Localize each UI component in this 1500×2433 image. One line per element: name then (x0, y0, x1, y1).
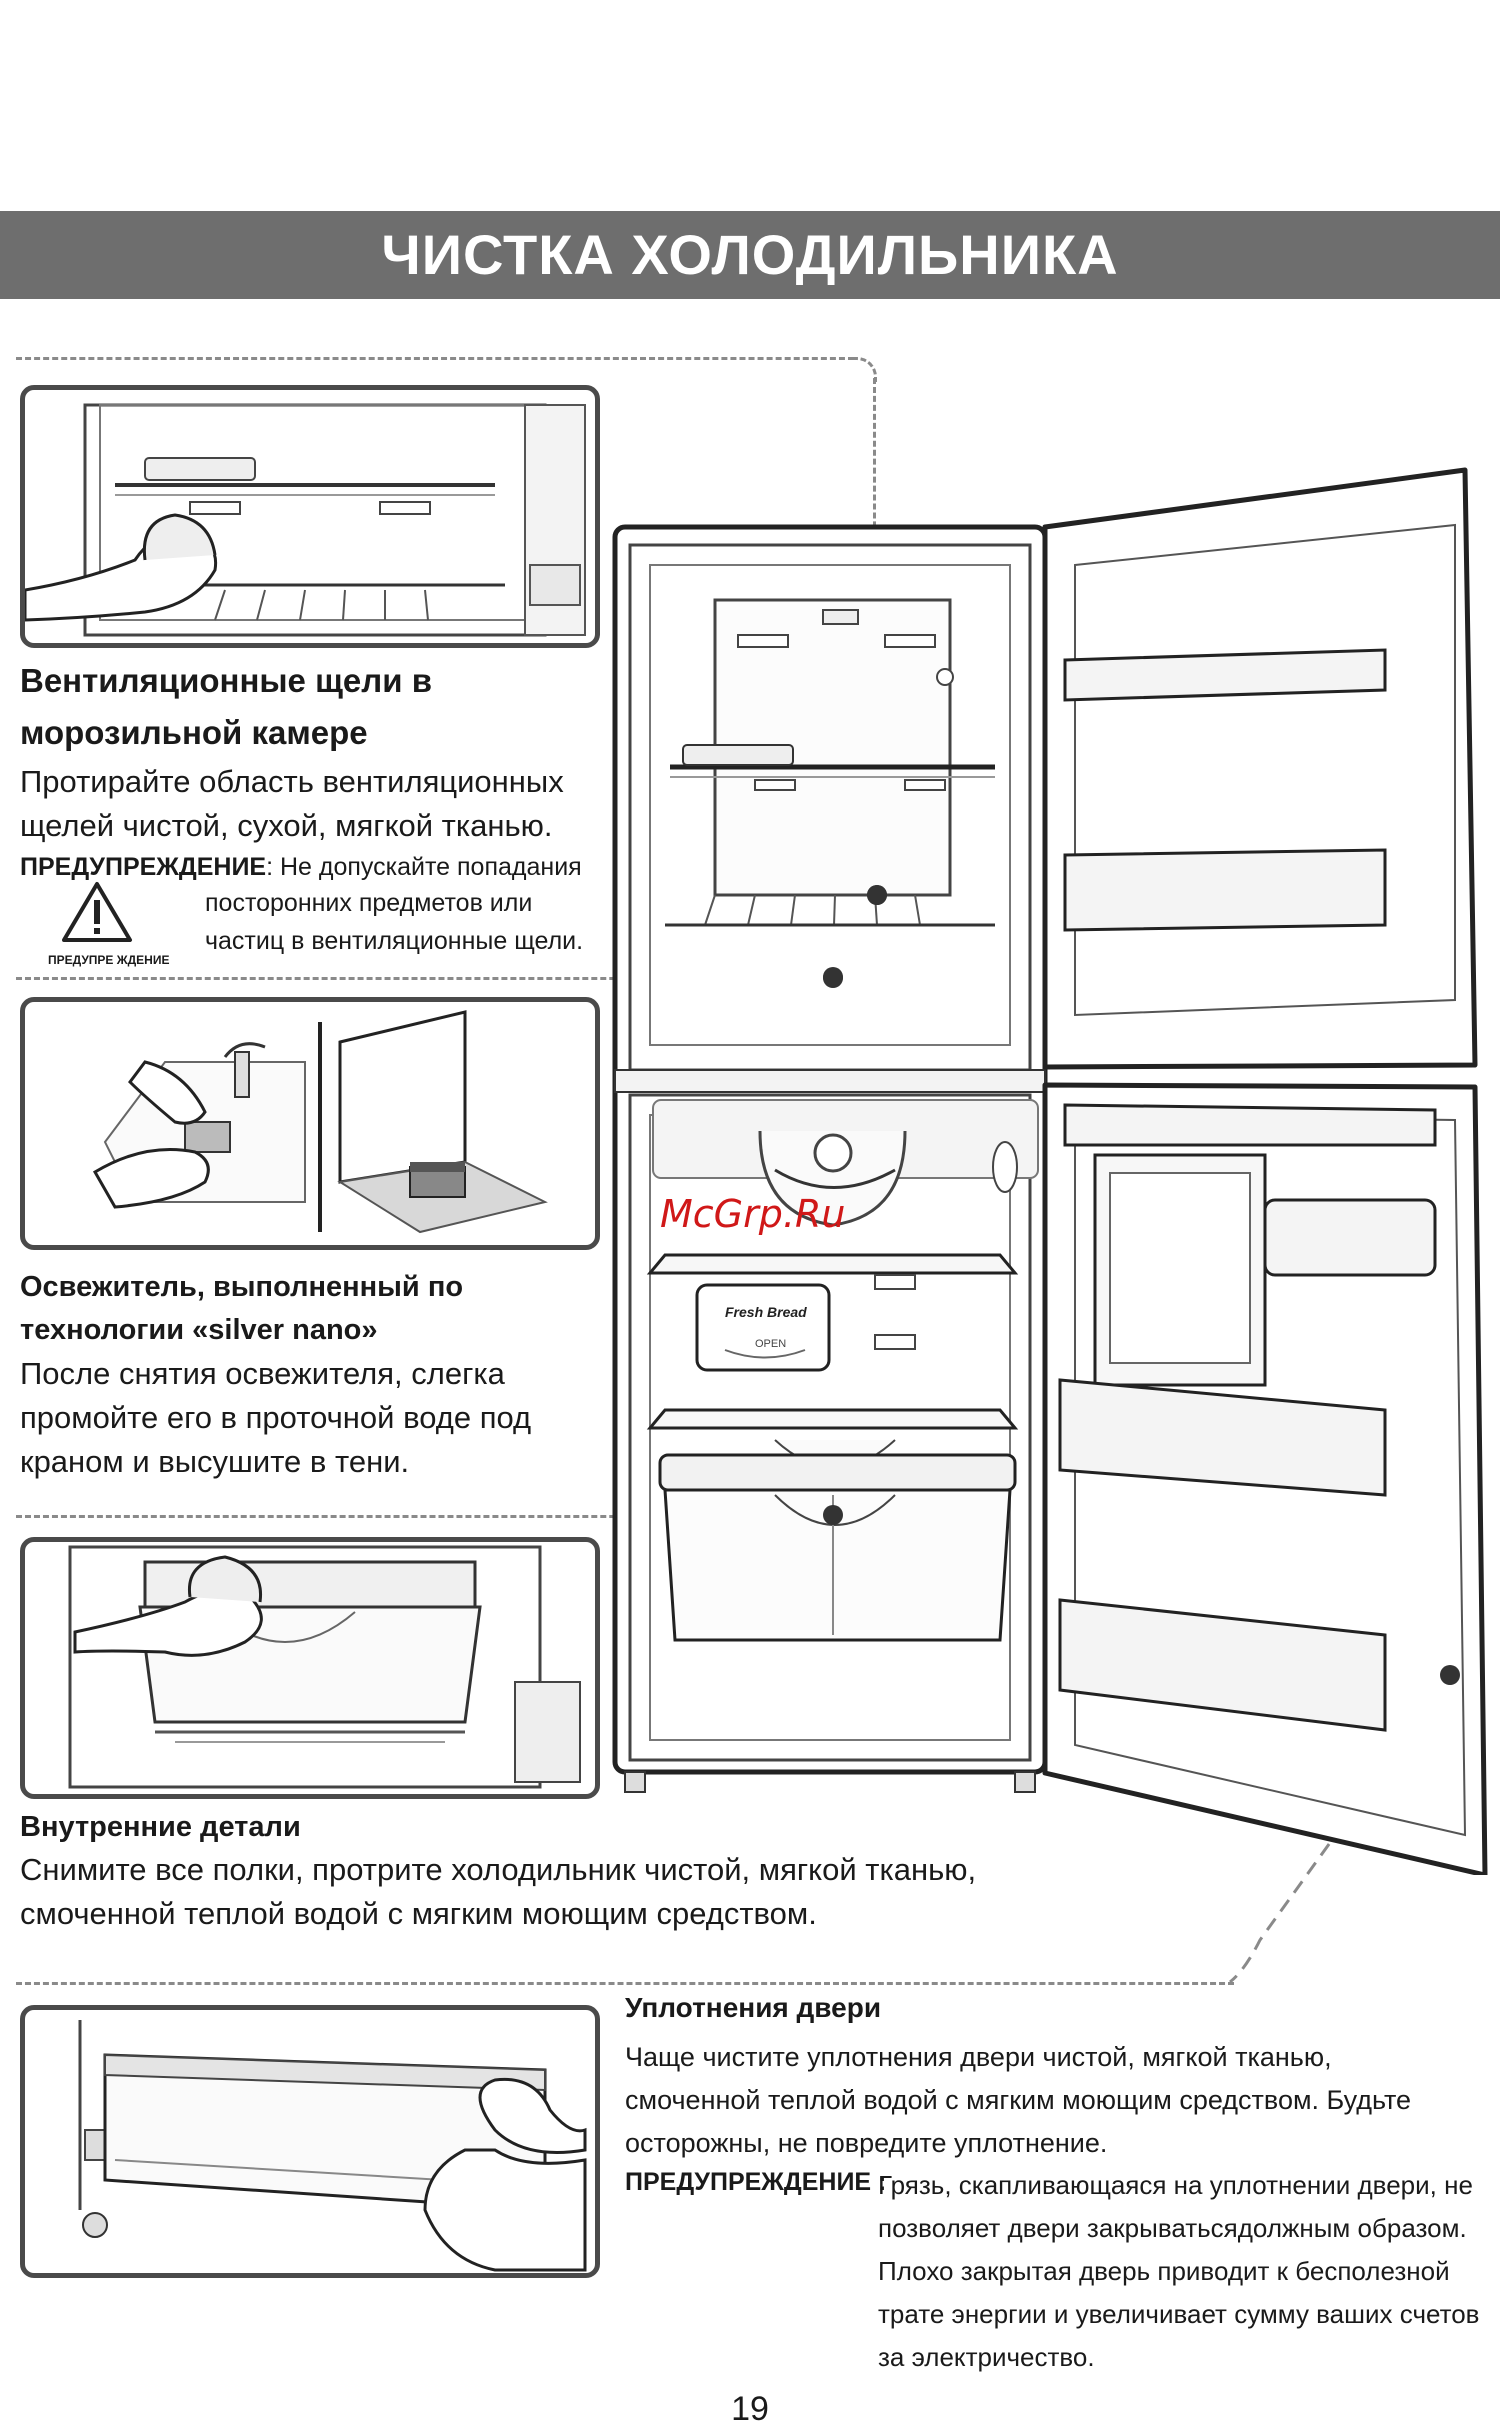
vents-warning-text-1: : Не допускайте попадания (266, 853, 582, 881)
gaskets-heading: Уплотнения двери (625, 1992, 882, 2023)
gaskets-body-line1: Чаще чистите уплотнения двери чистой, мя… (625, 2042, 1332, 2072)
gasket-illustration (20, 2005, 600, 2278)
watermark: McGrp.Ru (660, 1192, 846, 1236)
leader-line-interior (16, 1515, 831, 1518)
leader-line-freshener (16, 977, 831, 980)
vents-warning-label: ПРЕДУПРЕЖДЕНИЕ (20, 853, 267, 881)
freshener-body-line3: краном и высушите в тени. (20, 1444, 410, 1479)
vents-warning-text-2: посторонних предметов или (205, 889, 533, 917)
freshener-body-line2: промойте его в проточной воде под (20, 1400, 532, 1435)
gaskets-warning-line5: за электричество. (878, 2342, 1095, 2372)
warning-icon-caption: ПРЕДУПРЕ ЖДЕНИЕ (48, 953, 170, 967)
gaskets-body-line2: смоченной теплой водой с мягким моющим с… (625, 2085, 1412, 2115)
leader-line-gaskets-diagonal (1229, 1675, 1452, 1984)
vents-warning-text-3: частиц в вентиляционные щели. (205, 927, 584, 955)
gaskets-warning-line4: трате энергии и увеличивает сумму ваших … (878, 2299, 1480, 2329)
gaskets-body-line3: осторожны, не повредите уплотнение. (625, 2128, 1108, 2158)
interior-illustration (20, 1537, 600, 1799)
gaskets-warning-line2: позволяет двери закрыватьсядолжным образ… (878, 2213, 1467, 2243)
page-number: 19 (731, 2390, 769, 2428)
vents-warning-line: ПРЕДУПРЕЖДЕНИЕ: Не допускайте попадания (20, 848, 582, 886)
interior-body-line1: Снимите все полки, протрите холодильник … (20, 1852, 977, 1887)
leader-line-vents (16, 357, 854, 360)
freshener-body-line1: После снятия освежителя, слегка (20, 1356, 505, 1391)
title-banner (0, 211, 1500, 299)
freshener-illustration (20, 997, 600, 1250)
gaskets-warning-line1: Грязь, скапливающаяся на уплотнении двер… (878, 2170, 1473, 2200)
vents-body-line1: Протирайте область вентиляционных (20, 764, 564, 799)
warning-triangle-icon (62, 882, 132, 942)
vents-body-line2: щелей чистой, сухой, мягкой тканью. (20, 808, 553, 843)
vents-heading-line2: морозильной камере (20, 714, 368, 751)
interior-body-line2: смоченной теплой водой с мягким моющим с… (20, 1896, 817, 1931)
gaskets-warning-line3: Плохо закрытая дверь приводит к бесполез… (878, 2256, 1450, 2286)
leader-line-gaskets (16, 1982, 1234, 1985)
vents-illustration (20, 385, 600, 648)
leader-line-vents-corner (852, 357, 877, 382)
fridge-freshener-label: Fresh Bread (725, 1304, 807, 1320)
page-title: ЧИСТКА ХОЛОДИЛЬНИКА (381, 223, 1119, 286)
gaskets-warning-label: ПРЕДУПРЕЖДЕНИЕ : (625, 2168, 887, 2196)
refrigerator-illustration: Fresh Bread OPEN (612, 467, 1488, 1875)
interior-heading: Внутренние детали (20, 1811, 301, 1843)
freshener-heading-line1: Освежитель, выполненный по (20, 1271, 464, 1303)
vents-heading-line1: Вентиляционные щели в (20, 662, 432, 699)
freshener-heading-line2: технологии «silver nano» (20, 1314, 378, 1346)
fridge-freshener-open-label: OPEN (755, 1338, 786, 1350)
